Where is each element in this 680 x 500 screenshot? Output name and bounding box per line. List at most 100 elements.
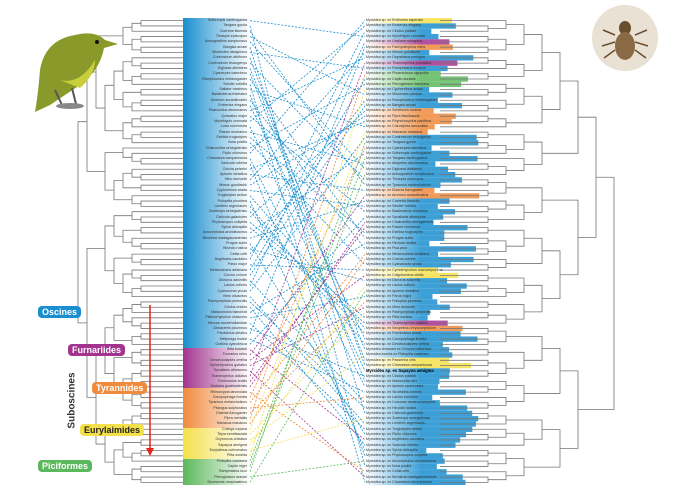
host-species-label: Grallaria guatimalensis — [210, 384, 247, 389]
parasite-species-label: Myrsidea sp. ex Acrocephalus arundinaceu… — [366, 458, 437, 463]
host-species-label: Cisticola galactotes — [216, 214, 247, 219]
parasite-species-label: Myrsidea sp. ex Troglodytes aedon — [366, 426, 422, 431]
association-link — [249, 328, 366, 377]
parasite-species-label: Myrsidea sp. ex Setofer ruticilla — [366, 203, 416, 208]
clade-label-eurylaimides: Eurylaimides — [80, 424, 145, 436]
parasite-species-label: Myrsidea sp. ex Phoenicircus nigricollis — [366, 71, 429, 76]
association-link — [249, 370, 366, 478]
parasite-species-label: Myrsidea sp. ex Leiothrix argentauris — [366, 421, 425, 426]
louse-photo — [592, 5, 658, 71]
host-species-label: Tyrannus melancholicus — [208, 400, 247, 405]
parasite-species-label: Myrsidea sp. ex Mionectes caesius — [366, 92, 422, 97]
parasite-species-label: Myrsidea sp. ex Tyrannus melancholicus — [366, 182, 431, 187]
parasite-species-label: Myrsidea sp. ex Tangara gyrola — [366, 140, 416, 145]
parasite-species-label: Myrsidea sp. ex Anisognathus somptuosus — [366, 172, 435, 177]
host-species-label: Ptilonorhynchus violaceus — [205, 315, 247, 320]
parasite-species-label: Myrsidea sp. ex Cinclus pallasii — [366, 373, 416, 378]
association-link — [249, 62, 366, 377]
association-link — [249, 137, 366, 234]
parasite-species-label: Myrsidea sp. ex Manucodia ater — [366, 379, 417, 384]
association-link — [249, 52, 366, 69]
parasite-species-label: Myrsidea incerta ex Philepitta castanea — [366, 352, 429, 357]
parasite-species-label: Myrsidea sp. ex Cyanocorax yncas — [366, 262, 422, 267]
host-species-label: Cyphorhinus arada — [216, 187, 247, 192]
parasite-species-label: Myrsidea chessani ex Cinnyris batheniae — [366, 347, 432, 352]
association-link — [249, 190, 366, 207]
host-species-label: Rhinocrypta lanceolata — [210, 389, 247, 394]
host-species-label: Elaenia flavogaster — [216, 410, 247, 415]
association-link — [249, 259, 366, 425]
host-species-label: Pipra mentalis — [224, 416, 247, 421]
clade-label-tyrannides: Tyrannides — [92, 382, 148, 394]
association-link — [249, 243, 366, 435]
parasite-species-label: Myrsidea sp. ex Synallaxis albescens — [366, 214, 426, 219]
parasite-species-label: Myrsidea sp. ex Pachycephala pectoralis — [366, 310, 432, 315]
host-species-label: Tangara gyrola — [223, 23, 247, 28]
host-species-label: Pitta sordida — [227, 453, 247, 458]
host-species-label: Zosterops senegalensis — [209, 209, 247, 214]
parasite-species-label: Myrsidea sp. ex Corvus corone — [366, 256, 416, 261]
host-species-label: Leiothrix argentauris — [214, 203, 247, 208]
association-link — [249, 105, 366, 340]
parasite-species-label: Myrsidea sp. ex Aegithalos caudatus — [366, 437, 425, 442]
host-species-label: Ifrita kowaldi — [227, 347, 247, 352]
host-species-label: Capito niger — [227, 463, 247, 468]
parasite-species-label: Myrsidea sp. ex Bernieria madagascariens… — [366, 474, 437, 479]
host-species-label: Furnarius rufus — [222, 352, 247, 357]
association-link — [249, 222, 366, 388]
host-species-label: Troglodytes aedon — [217, 193, 247, 198]
parasite-species-label: Myrsidea sp. ex Conirostrum leucogenys — [366, 134, 431, 139]
parasite-species-label: Myrsidea sp. ex Cyphorhinus arada — [366, 87, 423, 92]
parasite-species-label: Myrsidea sp. ex Mimus gundlachii — [366, 49, 420, 54]
host-species-label: Anisognathus somptuosus — [204, 39, 247, 44]
parasite-species-label: Myrsidea sp. ex Aplonis cantoroides — [366, 384, 424, 389]
host-species-label: Dendrocolaptes certhia — [210, 357, 247, 362]
host-species-label: Malaconotus blanchoti — [211, 310, 247, 315]
parasite-species-label: Myrsidea sp. ex Conopophaga lineata — [366, 336, 427, 341]
host-species-label: Sothreupis xanthogastra — [208, 18, 247, 23]
parasite-species-label: Myrsidea sp. ex Emberiza elegans — [366, 23, 421, 28]
host-species-label: Chalcomitra senegalensis — [205, 145, 247, 150]
parasite-species-label: Myrsidea sp. ex Phylloscopus collybita — [366, 453, 428, 458]
parasite-species-label: Myrsidea sp. ex Bangsia arcaei — [366, 103, 416, 108]
host-species-label: Grallina cyanoleuca — [215, 341, 247, 346]
parasite-species-label: Myrsidea sp. ex Neopelma chrysocephalum — [366, 325, 436, 330]
host-species-label: Semnornis ramphastinus — [207, 479, 247, 484]
host-species-label: Thamnophilus doliatus — [211, 373, 247, 378]
host-species-label: Ramphastos toco — [219, 469, 247, 474]
parasite-species-label: Myrsidea sp. ex Ramphocelus melanogaster — [366, 97, 437, 102]
association-link — [249, 354, 366, 441]
association-link — [249, 36, 366, 96]
association-link — [249, 20, 366, 154]
host-species-label: Pteroglossus aracari — [214, 474, 247, 479]
host-species-label: Acrocephalus arundinaceus — [202, 230, 247, 235]
association-link — [249, 460, 366, 478]
parasite-species-label: Myrsidea sp. ex Corcorax melanorhamphos — [366, 400, 436, 405]
host-species-label: Vireo olivaceus — [222, 294, 247, 299]
host-species-label: Chamaeza campanisona — [207, 156, 247, 161]
host-species-label: Meliphaga lewinii — [219, 336, 247, 341]
host-species-label: Synallaxis albescens — [213, 368, 247, 373]
association-link — [249, 89, 366, 128]
parasite-species-label: Myrsidea sp. ex Coereba flaveola — [366, 198, 420, 203]
association-link — [249, 152, 366, 234]
parasite-species-label: Myrsidea sp. ex Lanius collurio — [366, 283, 416, 288]
parasite-species-label: Myrsidea sp. ex Cisticola galactotes — [366, 410, 424, 415]
host-species-label: Menura novaehollandiae — [207, 320, 247, 325]
parasite-species-label: Myrsidea sp. ex Tangara xanthogastra — [366, 156, 427, 161]
host-species-label: Sylvia atricapilla — [221, 225, 247, 230]
parasite-species-label: Myrsidea sp. ex Passerina ciris — [366, 357, 416, 362]
clade-label-oscines: Oscines — [38, 306, 82, 318]
association-link — [249, 147, 366, 398]
host-species-label: Myiothlypis coronata — [214, 118, 247, 123]
parasite-species-label: Myrsidea sp. ex Manacus manacus — [366, 129, 423, 134]
parasite-species-label: Myrsidea sp. ex Lanius excubitor — [366, 394, 419, 399]
parasite-species-label: Myrsidea sp. ex Diglossa albilatera — [366, 166, 422, 171]
host-species-label: Lanius collurio — [224, 283, 247, 288]
parasite-species-label: Myrsidea sp. ex Elaenia flavogaster — [366, 187, 423, 192]
parasite-species-label: Myrsidea sp. ex Arremon aurantiirostris — [366, 193, 429, 198]
host-species-label: Diglossa albilatera — [217, 65, 247, 70]
association-link — [249, 41, 366, 287]
host-species-label: Climacteris picumnus — [212, 325, 247, 330]
